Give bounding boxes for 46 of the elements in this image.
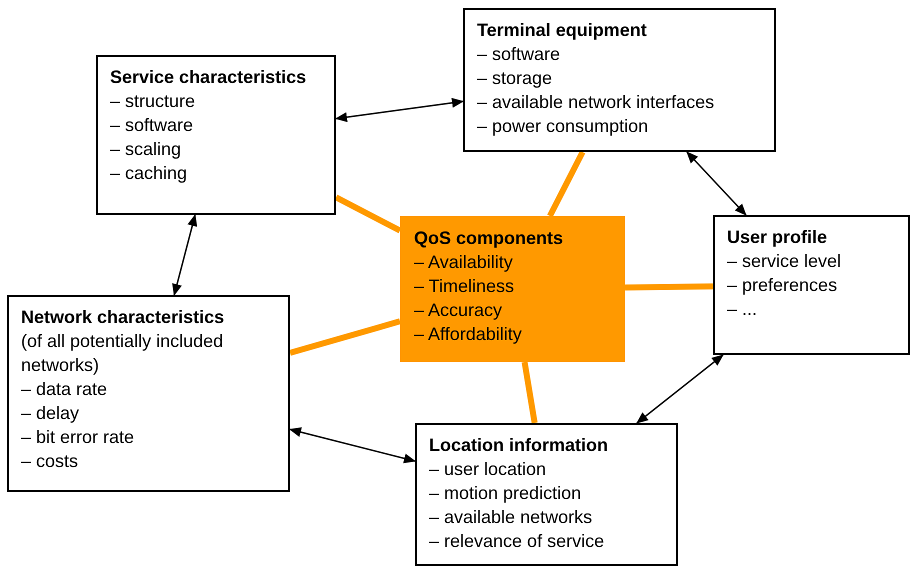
info-box [7,295,290,492]
box-text: – Availability [414,251,514,274]
info-box [463,8,776,152]
box-text: – Timeliness [414,275,516,298]
box-text: – scaling [110,138,182,161]
box-heading: User profile [727,226,828,249]
box-text: – software [477,43,562,66]
box-text: – user location [429,458,548,481]
double-arrow [335,98,464,122]
box-text: – Affordability [414,323,523,346]
box-text: – relevance of service [429,530,606,553]
box-text: – delay [21,402,80,425]
connector-band [547,150,586,218]
box-text: – software [110,114,194,137]
box-text: – service level [727,250,842,273]
info-box [96,55,336,215]
connector-band [334,194,402,234]
box-text: – preferences [727,274,838,297]
box-text: – data rate [21,378,108,401]
connector-band [624,283,714,290]
box-text: – structure [110,90,196,113]
double-arrow [172,214,198,296]
box-heading: Network characteristics [21,306,226,329]
box-text: – power consumption [477,115,650,138]
box-text: – storage [477,67,554,90]
info-box [713,215,910,355]
double-arrow [686,151,747,216]
box-text: – caching [110,162,188,185]
box-text: – available networks [429,506,594,529]
connector-band [289,318,401,356]
box-text: – Accuracy [414,299,504,322]
double-arrow [289,427,416,464]
connector-band [522,362,538,424]
double-arrow [636,354,724,424]
box-text: – bit error rate [21,426,136,449]
box-text: – ... [727,298,758,321]
info-box [415,423,678,566]
box-text: – motion prediction [429,482,582,505]
box-heading: Terminal equipment [477,19,648,42]
box-text: – costs [21,450,80,473]
box-heading: Location information [429,434,609,457]
box-heading: Service characteristics [110,66,308,89]
highlight-box [400,216,625,362]
box-text: (of all potentially included networks) [21,330,224,377]
box-text: – available network interfaces [477,91,716,114]
box-heading: QoS components [414,227,564,250]
